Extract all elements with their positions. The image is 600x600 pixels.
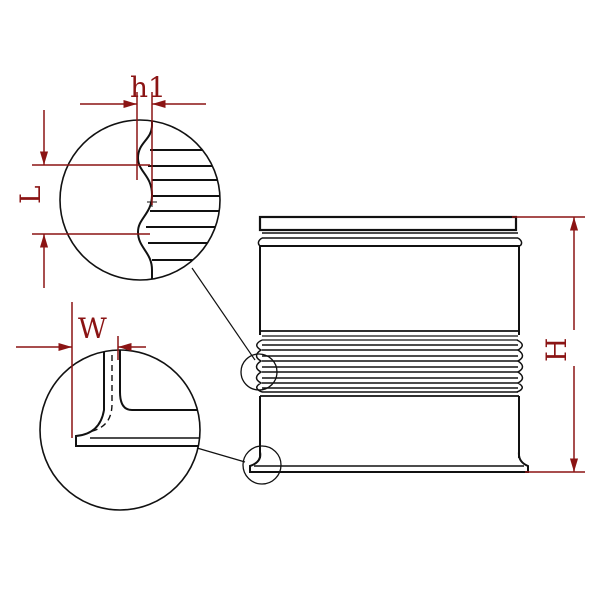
callout-circle-chime (242, 445, 282, 485)
corrugation-band (255, 339, 524, 393)
H-label: H (540, 338, 573, 362)
drum-bottom-flare (249, 451, 529, 473)
detail-circle-top-outline (59, 119, 221, 281)
W-label: W (78, 312, 107, 345)
leader-line-bottom (196, 447, 246, 463)
detail-circle-corrugation (59, 119, 221, 281)
dimension-L (32, 110, 150, 288)
callout-circle-corrugation (240, 353, 278, 391)
L-label: L (14, 185, 47, 204)
detail-circle-chime (39, 349, 201, 511)
dimension-H (512, 216, 585, 473)
dimension-h1 (80, 92, 206, 205)
leader-line-top (191, 267, 256, 361)
drum-body (249, 215, 529, 473)
drum-top-rim (258, 215, 518, 232)
h1-label: h1 (130, 71, 166, 104)
dimension-W (16, 302, 146, 438)
